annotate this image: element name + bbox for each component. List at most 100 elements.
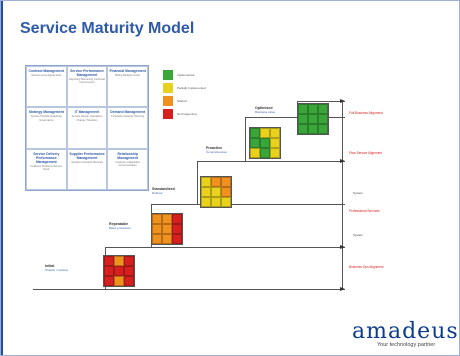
logo-tagline: Your technology partner bbox=[377, 342, 436, 348]
grid-cell-sub: Service Portfolio Roadmap Governance bbox=[30, 115, 62, 122]
right-axis-line bbox=[342, 101, 343, 289]
matrix-cell bbox=[260, 138, 270, 148]
grid-cell-title: Strategy Management bbox=[28, 110, 64, 115]
grid-cell-title: Relationship Management bbox=[117, 151, 139, 160]
legend-item: Started bbox=[163, 96, 206, 106]
arrow-icon bbox=[340, 245, 345, 249]
grid-cell-sub: Incidents Problems Service Desk bbox=[30, 164, 63, 171]
stair-tread bbox=[33, 289, 105, 290]
matrix-cell bbox=[114, 266, 124, 276]
matrix-cell bbox=[318, 114, 328, 124]
stair-riser bbox=[197, 161, 198, 204]
stair-line bbox=[297, 101, 345, 102]
matrix-cell bbox=[318, 104, 328, 114]
grid-cell-sub: Reporting Monitoring Continual Improveme… bbox=[69, 78, 105, 85]
matrix-cell bbox=[104, 266, 114, 276]
matrix-cell bbox=[211, 177, 221, 187]
grid-cell-title: Service Delivery Performance Management bbox=[33, 151, 60, 164]
grid-cell-sub: Service Design Operations Change Transit… bbox=[71, 115, 103, 122]
stage-name: Initial bbox=[45, 264, 55, 268]
slide-accent-bar bbox=[1, 1, 3, 355]
right-label-business-ops: Business Ops Alignment bbox=[349, 265, 384, 269]
stair-line bbox=[33, 289, 345, 290]
matrix-cell bbox=[104, 256, 114, 266]
matrix-cell bbox=[298, 114, 308, 124]
stage-sub: Basic processes bbox=[109, 226, 131, 230]
stage-sub: Business value bbox=[255, 110, 276, 114]
matrix-cell bbox=[221, 197, 231, 207]
matrix-cell bbox=[250, 148, 260, 158]
matrix-cell bbox=[270, 128, 280, 138]
matrix-cell bbox=[298, 104, 308, 114]
right-label-system: System bbox=[353, 233, 364, 237]
matrix-cell bbox=[172, 214, 182, 224]
page-title: Service Maturity Model bbox=[20, 20, 195, 37]
matrix-cell bbox=[104, 276, 114, 286]
stage-sub: Defined bbox=[152, 191, 163, 195]
matrix-cell bbox=[308, 114, 318, 124]
stage-sub: Comprehensive bbox=[206, 150, 228, 154]
legend-item: Implemented bbox=[163, 70, 206, 80]
legend-label: Not happening bbox=[177, 112, 197, 116]
matrix-cell bbox=[172, 234, 182, 244]
stair-line bbox=[197, 161, 345, 162]
maturity-matrix-optimised bbox=[297, 103, 329, 135]
matrix-cell bbox=[250, 138, 260, 148]
legend-swatch bbox=[163, 96, 173, 106]
grid-cell-sub: Vendors Contracts Reviews bbox=[71, 160, 103, 164]
matrix-cell bbox=[162, 214, 172, 224]
arrow-icon bbox=[340, 99, 345, 103]
matrix-cell bbox=[211, 197, 221, 207]
matrix-cell bbox=[162, 234, 172, 244]
grid-cell-sub: Customer satisfaction Communication bbox=[115, 160, 141, 167]
legend-label: Implemented bbox=[177, 73, 195, 77]
matrix-cell bbox=[221, 187, 231, 197]
matrix-cell bbox=[298, 124, 308, 134]
matrix-cell bbox=[221, 177, 231, 187]
matrix-cell bbox=[114, 256, 124, 266]
maturity-matrix-repeatable bbox=[151, 213, 183, 245]
right-label-system: System bbox=[353, 191, 364, 195]
legend-label: Started bbox=[177, 99, 187, 103]
matrix-cell bbox=[250, 128, 260, 138]
matrix-cell bbox=[124, 256, 134, 266]
matrix-cell bbox=[308, 104, 318, 114]
maturity-matrix-initial bbox=[103, 255, 135, 287]
legend: Implemented Partially implemented Starte… bbox=[163, 70, 206, 122]
matrix-cell bbox=[152, 224, 162, 234]
grid-cell-sub: Forecasts Capacity Planning bbox=[111, 115, 145, 119]
matrix-cell bbox=[201, 187, 211, 197]
stage-name: Standardised bbox=[152, 187, 175, 191]
grid-cell-title: Supplier Performance Management bbox=[69, 151, 105, 160]
legend-swatch bbox=[163, 83, 173, 93]
matrix-cell bbox=[162, 224, 172, 234]
legend-swatch bbox=[163, 70, 173, 80]
legend-label: Partially implemented bbox=[177, 86, 206, 90]
legend-swatch bbox=[163, 109, 173, 119]
matrix-cell bbox=[152, 234, 162, 244]
grid-cell-title: Financial Management bbox=[109, 69, 146, 73]
maturity-matrix-proactive bbox=[249, 127, 281, 159]
arrow-icon bbox=[340, 287, 345, 291]
matrix-cell bbox=[124, 266, 134, 276]
matrix-cell bbox=[270, 138, 280, 148]
stage-name: Optimised bbox=[255, 106, 273, 110]
stair-line bbox=[105, 247, 345, 248]
matrix-cell bbox=[260, 148, 270, 158]
right-label-professional: Professional Services bbox=[349, 209, 380, 213]
matrix-cell bbox=[201, 177, 211, 187]
grid-cell-sub: Billing Budgets Costs bbox=[115, 74, 140, 77]
maturity-matrix-standardised bbox=[200, 176, 232, 208]
